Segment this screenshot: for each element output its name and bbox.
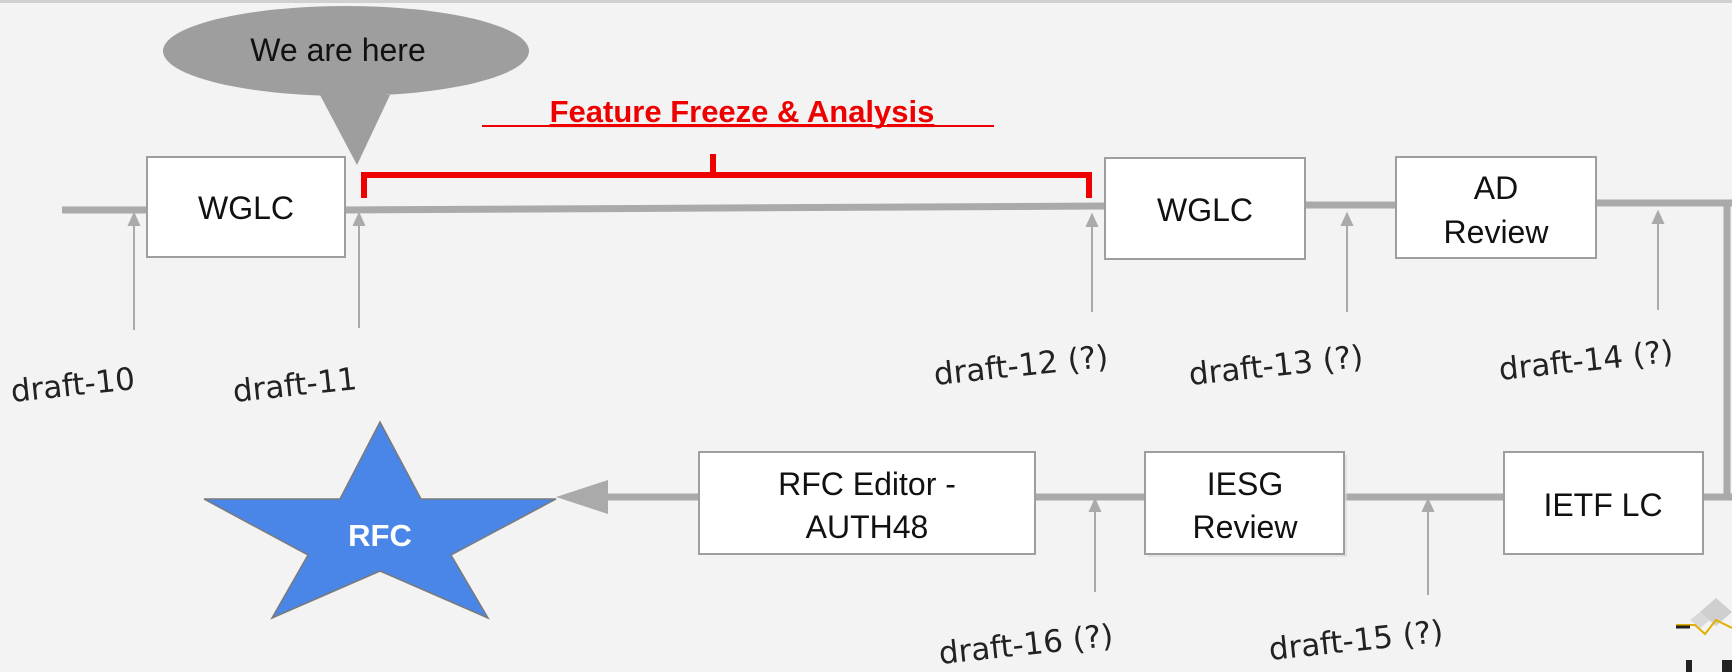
timeline-segment — [344, 202, 1106, 214]
bubble-body — [163, 6, 529, 96]
feature-freeze: Feature Freeze & Analysis — [361, 94, 1092, 198]
draft-markers — [127, 209, 1665, 595]
feature-freeze-bracket — [361, 154, 1092, 198]
box-label-line-2: Review — [1444, 214, 1550, 250]
draft-label: draft-13 (?) — [1187, 339, 1365, 393]
draft-label: draft-11 — [231, 361, 359, 410]
ad-review-box: AD Review — [1395, 156, 1597, 259]
box-frame — [1503, 451, 1704, 555]
corner-logo — [1676, 598, 1732, 672]
ietf-lc-box: IETF LC — [1503, 451, 1704, 555]
iesg-review-box: IESG Review — [1144, 451, 1347, 557]
star-icon — [203, 420, 557, 620]
box-frame — [698, 451, 1036, 555]
box-label-line-1: RFC Editor - — [778, 466, 956, 502]
box-frame — [1104, 157, 1306, 260]
top-border — [0, 0, 1732, 3]
draft-marker-arrow-icon — [1421, 497, 1435, 512]
logo-bar — [1686, 660, 1692, 672]
we-are-here-bubble: We are here — [163, 6, 529, 165]
draft-marker-arrow-icon — [352, 211, 366, 226]
draft-label: draft-15 (?) — [1267, 614, 1445, 668]
draft-marker-arrow-icon — [127, 211, 141, 226]
draft-label: draft-16 (?) — [937, 618, 1115, 672]
box-label-line-2: Review — [1193, 509, 1299, 545]
box-label-line-2: AUTH48 — [806, 509, 929, 545]
draft-label: draft-14 (?) — [1497, 334, 1675, 388]
bubble-pointer — [320, 95, 390, 165]
box-frame — [1395, 156, 1597, 259]
wglc-box-1: WGLC — [146, 156, 346, 258]
box-label-line-1: AD — [1474, 170, 1518, 206]
draft-marker-arrow-icon — [1651, 209, 1665, 224]
bottom-row: RFC Editor - AUTH48 IESG Review IETF LC — [698, 451, 1704, 557]
rfc-star: RFC — [203, 420, 557, 620]
bubble-text: We are here — [250, 32, 426, 68]
box-frame — [1144, 451, 1345, 555]
draft-marker-arrow-icon — [1340, 211, 1354, 226]
wglc-box-2: WGLC — [1104, 157, 1306, 260]
box-label-line-1: IESG — [1207, 466, 1283, 502]
box-label: IETF LC — [1543, 487, 1662, 523]
draft-marker-arrow-icon — [1085, 212, 1099, 227]
box-frame — [146, 156, 346, 258]
draft-label: draft-10 — [9, 361, 137, 410]
logo-bar — [1722, 660, 1732, 672]
logo-wave — [1676, 618, 1732, 636]
arrow-head-icon — [556, 480, 608, 514]
feature-freeze-label: Feature Freeze & Analysis — [550, 94, 935, 129]
box-label: WGLC — [1157, 192, 1253, 228]
top-row: WGLC WGLC AD Review — [146, 156, 1597, 260]
draft-marker-arrow-icon — [1088, 497, 1102, 512]
box-label: WGLC — [198, 190, 294, 226]
rfc-editor-box: RFC Editor - AUTH48 — [698, 451, 1036, 555]
star-label: RFC — [348, 518, 412, 553]
draft-label: draft-12 (?) — [932, 339, 1110, 393]
